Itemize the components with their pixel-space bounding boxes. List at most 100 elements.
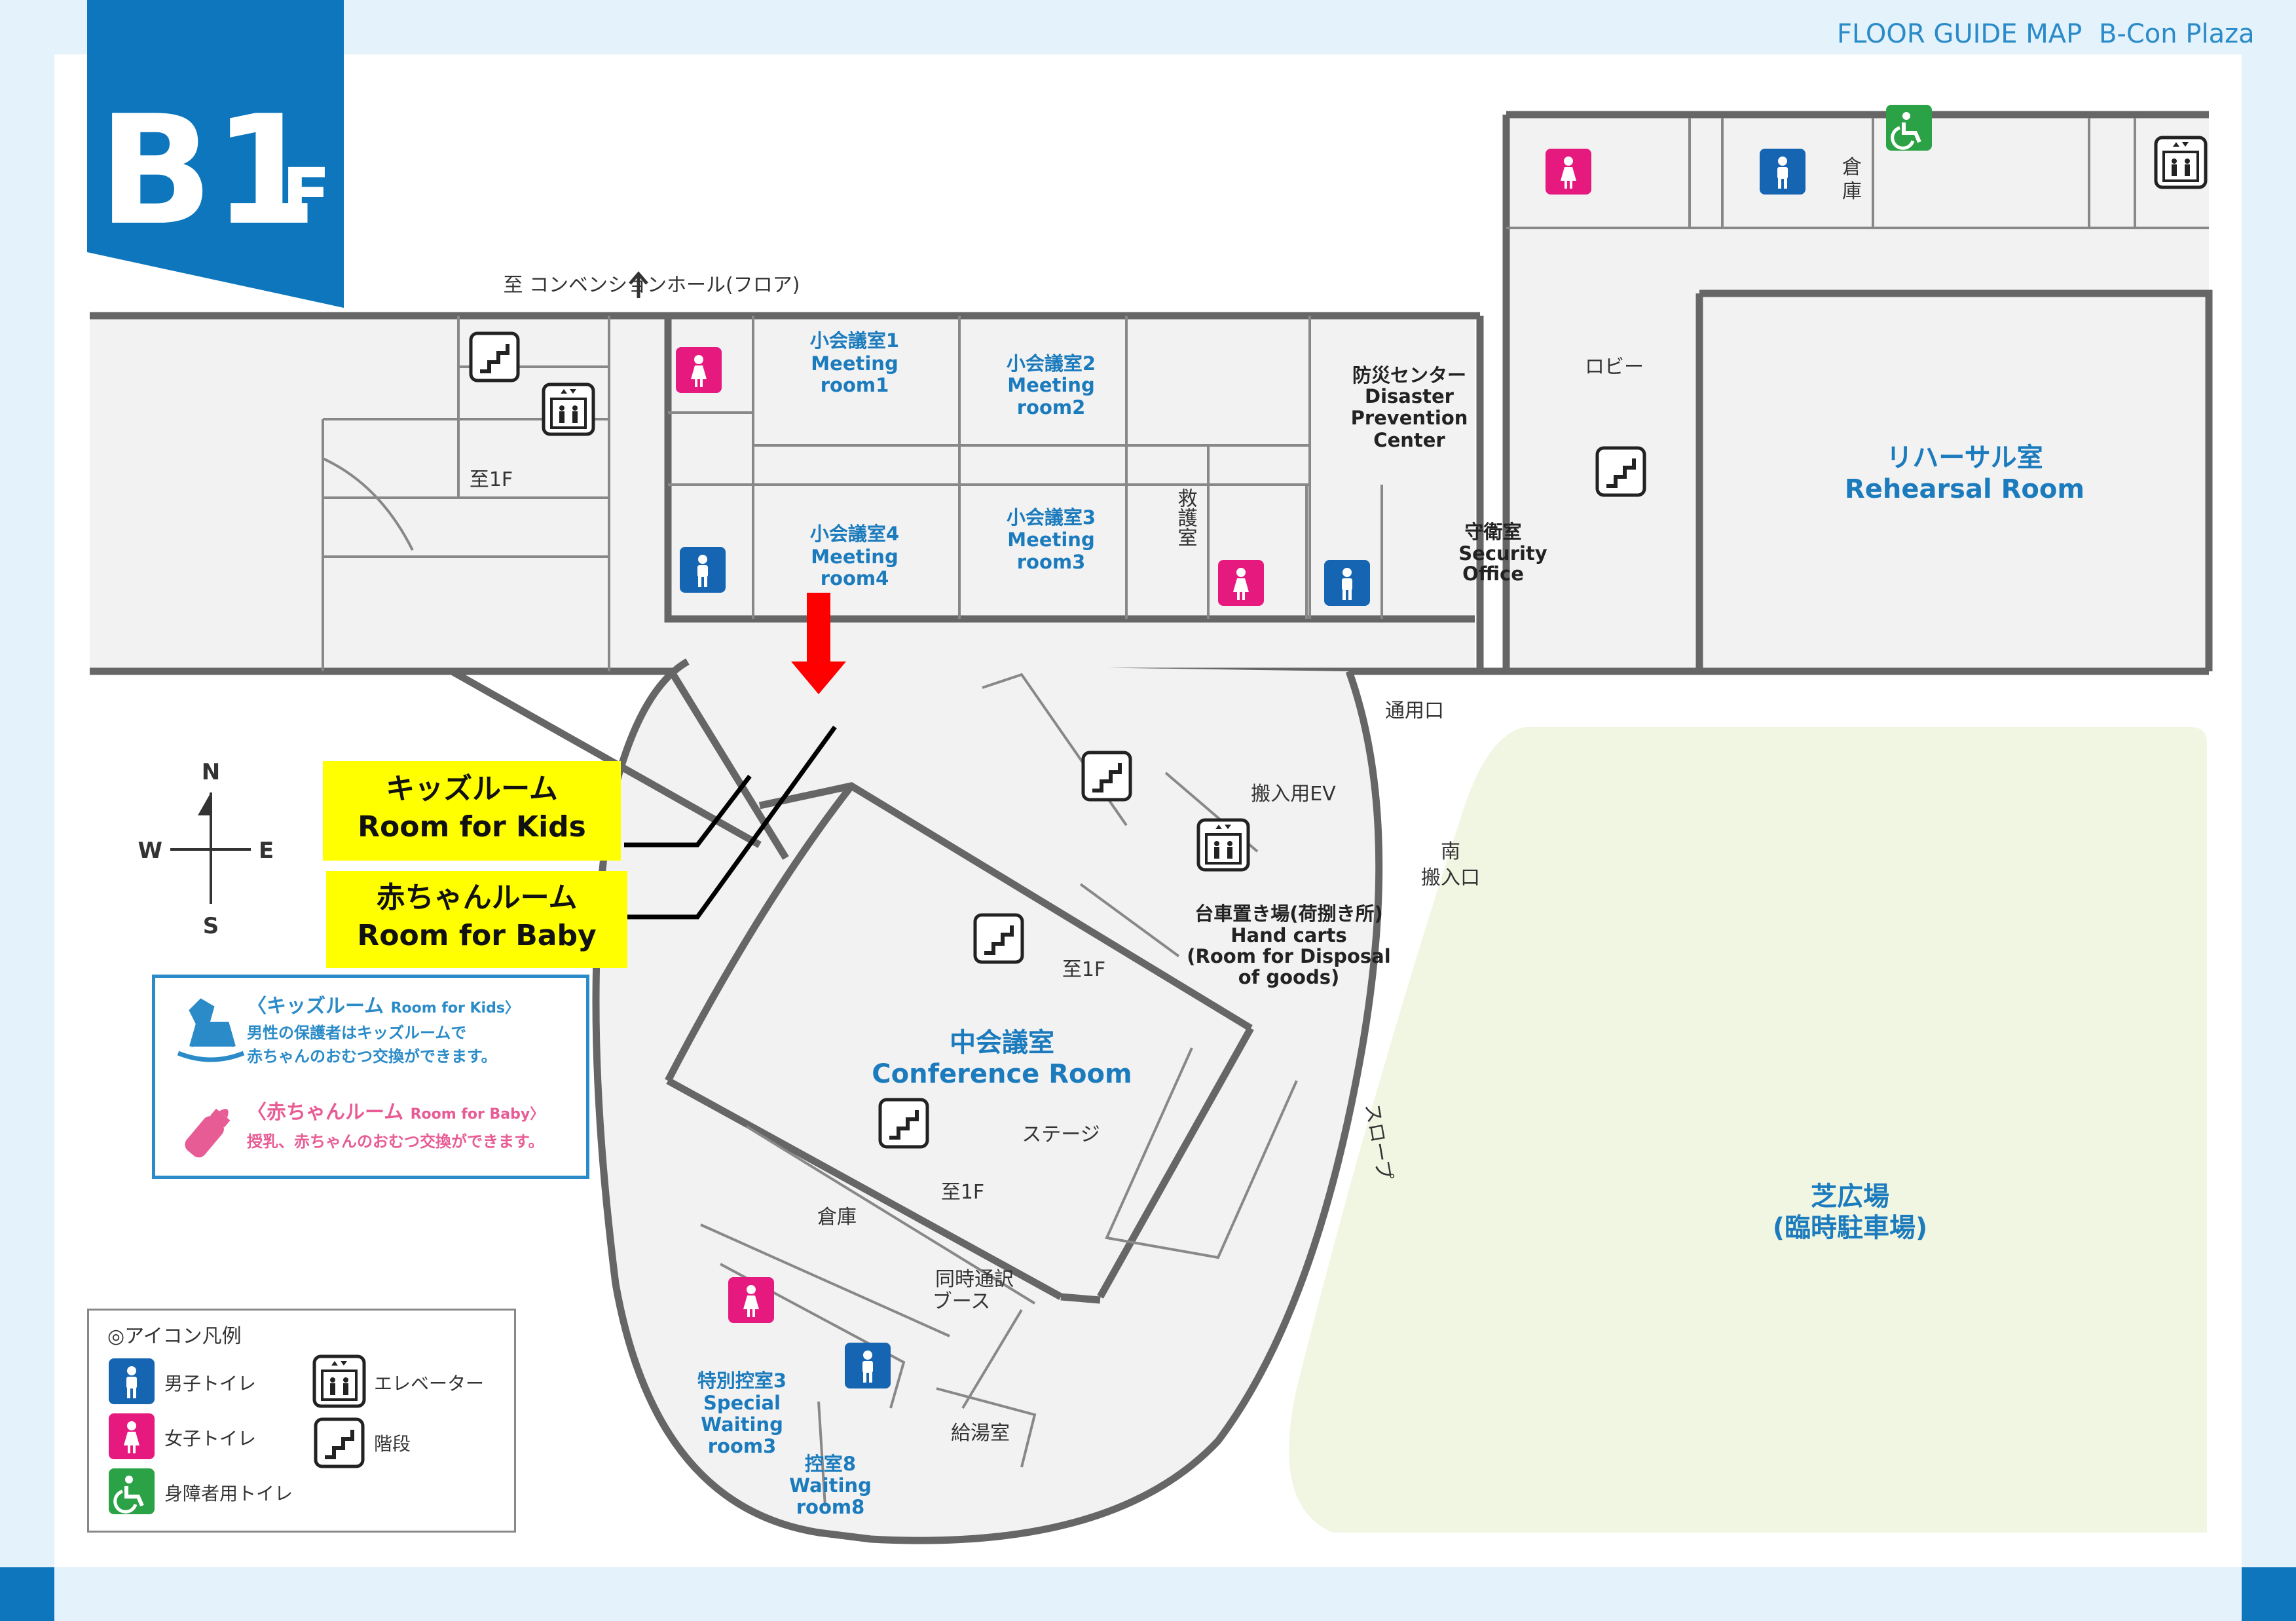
svg-text:Conference Room: Conference Room [872, 1059, 1132, 1089]
svg-text:Meeting: Meeting [811, 546, 898, 568]
storage-top-2: 庫 [1842, 180, 1862, 203]
compass-e: E [259, 838, 274, 864]
lawn-area [1289, 727, 2207, 1533]
svg-text:中会議室: 中会議室 [950, 1028, 1054, 1058]
location-arrow [791, 593, 846, 694]
svg-text:守衛室: 守衛室 [1464, 521, 1521, 543]
legend-womens: 女子トイレ [164, 1428, 257, 1449]
svg-text:リハーサル室: リハーサル室 [1886, 443, 2043, 473]
meeting-room-1: 小会議室1 Meeting room1 [810, 329, 899, 396]
legend-title: ◎アイコン凡例 [107, 1325, 242, 1348]
svg-text:小会議室1: 小会議室1 [810, 329, 899, 352]
kids-room-callout-en: Room for Kids [358, 810, 586, 844]
svg-text:room1: room1 [821, 374, 889, 396]
stairs-icon [975, 915, 1022, 962]
svg-text:Hand carts: Hand carts [1231, 924, 1347, 946]
hand-carts-area: 台車置き場(荷捌き所) Hand carts (Room for Disposa… [1187, 903, 1390, 988]
svg-text:控室8: 控室8 [805, 1453, 856, 1475]
womens-toilet-icon [1546, 149, 1591, 195]
special-waiting-room: 特別控室3 Special Waiting room3 [697, 1369, 787, 1457]
floor-tab [87, 0, 344, 308]
elevator-icon [2156, 138, 2206, 187]
stairs-icon [471, 333, 518, 381]
disaster-center: 防災センター Disaster Prevention Center [1351, 364, 1468, 451]
womens-toilet-icon [1218, 560, 1264, 606]
to-1f-label-west: 至1F [470, 468, 513, 491]
meeting-room-2: 小会議室2 Meeting room2 [1007, 352, 1096, 419]
svg-text:Rehearsal Room: Rehearsal Room [1845, 474, 2084, 504]
stairs-icon [312, 1415, 367, 1470]
svg-text:room4: room4 [821, 567, 889, 589]
compass-n: N [202, 759, 220, 785]
mens-toilet-icon [1324, 560, 1370, 606]
mens-toilet-icon [680, 547, 726, 593]
svg-text:Prevention: Prevention [1351, 407, 1468, 429]
compass-s: S [203, 913, 219, 939]
svg-text:room8: room8 [796, 1496, 865, 1518]
lobby-label: ロビー [1585, 356, 1644, 379]
kids-info-desc-1: 男性の保護者はキッズルームで [247, 1024, 467, 1042]
mens-toilet-icon [845, 1343, 891, 1388]
elevator-icon [1198, 820, 1248, 870]
stairs-icon [880, 1100, 927, 1147]
elevator-icon [544, 384, 593, 434]
baby-room-callout: 赤ちゃんルーム Room for Baby [326, 871, 627, 968]
svg-text:(臨時駐車場): (臨時駐車場) [1773, 1213, 1928, 1243]
accessible-toilet-icon [105, 1465, 158, 1518]
svg-text:Meeting: Meeting [811, 352, 898, 375]
kitchen-label: 給湯室 [951, 1422, 1010, 1445]
svg-text:台車置き場(荷捌き所): 台車置き場(荷捌き所) [1194, 903, 1383, 925]
svg-text:Center: Center [1373, 429, 1445, 451]
svg-text:room3: room3 [1017, 551, 1086, 573]
svg-text:of goods): of goods) [1238, 966, 1340, 988]
conference-room: 中会議室 Conference Room [872, 1028, 1132, 1089]
baby-room-callout-ja: 赤ちゃんルーム [376, 881, 578, 914]
to-1f-label-east: 至1F [1062, 958, 1105, 981]
svg-text:room3: room3 [708, 1435, 777, 1457]
legend-stairs: 階段 [374, 1433, 411, 1455]
rehearsal-room: リハーサル室 Rehearsal Room [1845, 443, 2084, 504]
svg-text:小会議室2: 小会議室2 [1007, 352, 1096, 375]
compass-w: W [138, 838, 162, 864]
svg-text:room2: room2 [1017, 396, 1086, 419]
interpret-booth-2: ブース [933, 1290, 991, 1313]
icon-legend: ◎アイコン凡例 男子トイレ 女子トイレ 身障者用トイレ エレベーター 階段 [87, 1309, 516, 1533]
stairs-icon [1597, 448, 1644, 495]
legend-accessible: 身障者用トイレ [164, 1483, 293, 1504]
first-aid-room: 救護室 [1174, 488, 1197, 547]
mens-toilet-icon [105, 1355, 158, 1407]
kids-info-title: 〈キッズルーム [247, 995, 384, 1018]
kids-room-callout-ja: キッズルーム [386, 772, 558, 806]
security-office: 守衛室 Security Office [1458, 521, 1547, 585]
kids-info-title-en: Room for Kids〉 [390, 1000, 519, 1016]
svg-text:Meeting: Meeting [1007, 529, 1094, 551]
lawn-label: 芝広場 (臨時駐車場) [1773, 1182, 1928, 1243]
svg-text:Meeting: Meeting [1007, 374, 1094, 396]
freight-elevator-label: 搬入用EV [1251, 783, 1336, 806]
venue-name: B-Con Plaza [2099, 19, 2255, 49]
svg-text:Office: Office [1462, 563, 1524, 585]
womens-toilet-icon [105, 1410, 158, 1463]
legend-mens: 男子トイレ [164, 1373, 257, 1394]
stairs-icon [1083, 753, 1130, 800]
mens-toilet-icon [1760, 149, 1805, 195]
service-entry-label: 通用口 [1385, 699, 1444, 722]
south-entry-1: 南 [1441, 840, 1460, 863]
svg-text:Special: Special [703, 1392, 781, 1414]
svg-text:(Room for Disposal: (Room for Disposal [1187, 945, 1390, 967]
svg-text:芝広場: 芝広場 [1811, 1182, 1889, 1212]
storage-label: 倉庫 [817, 1206, 857, 1229]
elevator-icon [312, 1354, 367, 1409]
baby-info-desc: 授乳、赤ちゃんのおむつ交換ができます。 [247, 1132, 544, 1151]
svg-text:小会議室4: 小会議室4 [810, 523, 899, 545]
storage-top-1: 倉 [1842, 156, 1862, 179]
meeting-room-4: 小会議室4 Meeting room4 [810, 523, 899, 589]
baby-info-title: 〈赤ちゃんルーム [247, 1101, 404, 1124]
south-entry-2: 搬入口 [1421, 866, 1480, 889]
baby-room-callout-en: Room for Baby [357, 919, 597, 952]
to-1f-label-center: 至1F [941, 1181, 984, 1204]
svg-text:Waiting: Waiting [789, 1474, 872, 1497]
nursery-info-box: 〈キッズルーム Room for Kids〉 男性の保護者はキッズルームで 赤ち… [152, 975, 589, 1179]
svg-text:特別控室3: 特別控室3 [697, 1369, 787, 1392]
